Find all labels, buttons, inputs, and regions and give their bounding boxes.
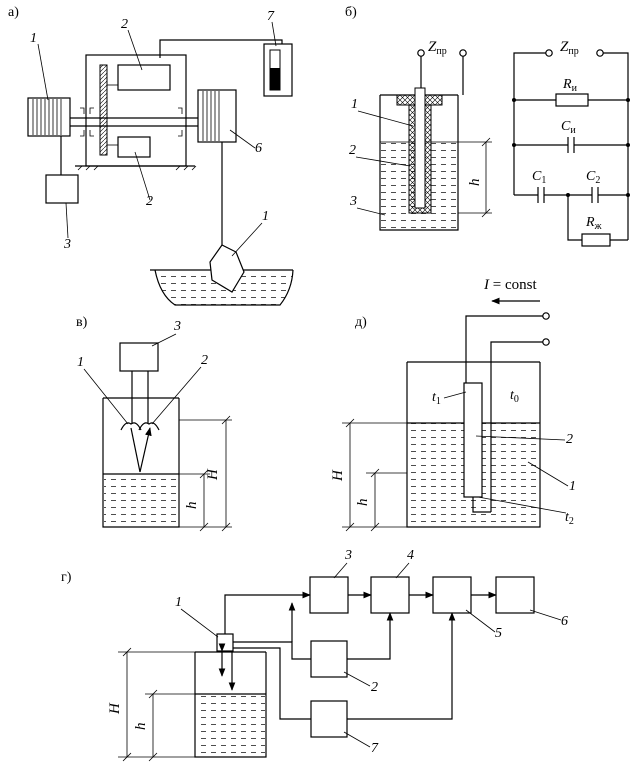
b-level-label: h <box>467 179 483 187</box>
callout-b-3: 3 <box>349 194 357 209</box>
panel-d: д) I = const t1 t0 t2 <box>330 277 576 532</box>
block-7 <box>310 700 348 738</box>
panel-c-label: в) <box>76 315 88 330</box>
circuit-c1-label: C1 <box>532 169 546 186</box>
circuit-impedance-label: Zпр <box>560 39 579 57</box>
probe-impedance-label: Zпр <box>428 39 447 57</box>
panel-e: г) H h <box>61 548 568 762</box>
t1-label: t1 <box>432 390 441 407</box>
circuit-c-ins-label: Cи <box>561 119 576 136</box>
callout-a-7: 7 <box>267 9 275 24</box>
callout-d-2: 2 <box>566 432 573 447</box>
panel-d-label: д) <box>355 315 367 330</box>
callout-e-3: 3 <box>344 548 352 563</box>
panel-d-callouts: 2 1 <box>475 432 576 494</box>
c-height-label: H <box>205 468 221 481</box>
callout-e-7: 7 <box>371 741 379 756</box>
e-height-label: H <box>107 702 123 715</box>
panel-c-callouts: 1 2 3 <box>77 319 208 425</box>
current-label: I = const <box>483 277 537 293</box>
panel-b-callouts: 1 2 3 <box>349 97 414 216</box>
panel-b-label: б) <box>345 5 357 20</box>
callout-d-1: 1 <box>569 479 576 494</box>
callout-a-3: 3 <box>63 237 71 252</box>
callout-e-1: 1 <box>175 595 182 610</box>
callout-a-1: 1 <box>262 209 269 224</box>
callout-b-2: 2 <box>349 143 356 158</box>
circuit-r-liq-label: Rж <box>585 215 602 232</box>
d-level-label: h <box>355 499 371 507</box>
block-6 <box>495 576 535 614</box>
t0-label: t0 <box>510 388 519 405</box>
panel-a-callouts: 1 2 7 2 6 3 1 <box>30 9 277 257</box>
callout-a-2: 2 <box>146 194 153 209</box>
callout-e-5: 5 <box>495 626 502 641</box>
callout-e-2: 2 <box>371 680 378 695</box>
equivalent-circuit: Zпр Rи Cи <box>512 39 630 247</box>
callout-c-1: 1 <box>77 355 84 370</box>
callout-b-1: 1 <box>351 97 358 112</box>
e-level-label: h <box>133 723 149 731</box>
panel-a: а) <box>8 5 294 306</box>
block-4 <box>370 576 410 614</box>
panel-c: в) H h 1 2 3 <box>76 315 232 532</box>
callout-a-4: 1 <box>30 31 37 46</box>
callout-c-3: 3 <box>173 319 181 334</box>
block-3 <box>309 576 349 614</box>
circuit-r-ins-label: Rи <box>562 77 578 94</box>
t2-label: t2 <box>565 510 574 527</box>
panel-b: б) Zпр h 1 2 3 <box>345 5 630 247</box>
block-2 <box>310 640 348 678</box>
callout-e-6: 6 <box>561 614 568 629</box>
callout-a-5: 2 <box>121 17 128 32</box>
panel-e-label: г) <box>61 570 72 585</box>
callout-c-2: 2 <box>201 353 208 368</box>
c-level-label: h <box>184 502 200 510</box>
panel-e-callouts: 1 3 4 6 5 2 7 <box>175 548 568 756</box>
callout-e-4: 4 <box>407 548 414 563</box>
circuit-c2-label: C2 <box>586 169 600 186</box>
d-height-label: H <box>330 469 346 482</box>
panel-a-label: а) <box>8 5 19 20</box>
block-5 <box>432 576 472 614</box>
callout-a-6: 6 <box>255 141 262 156</box>
